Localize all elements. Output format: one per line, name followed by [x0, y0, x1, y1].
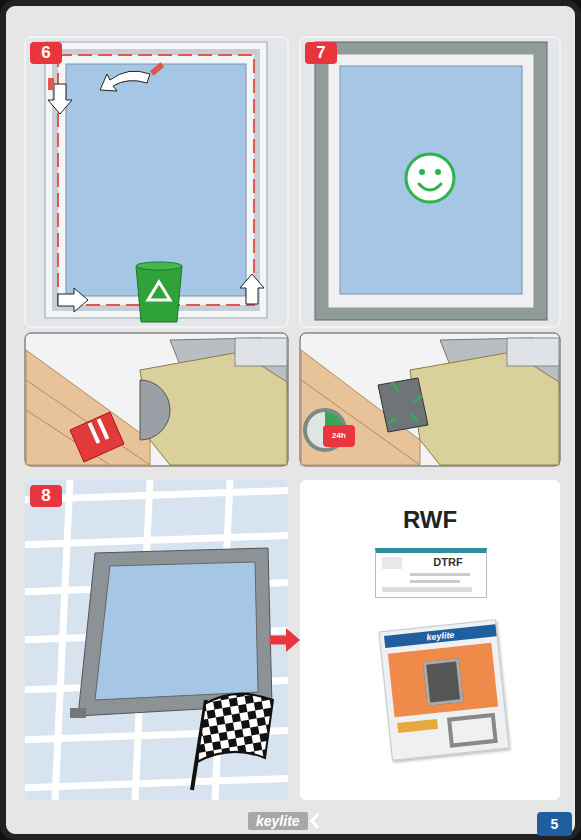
expansion-arrow: [388, 382, 422, 424]
panel-background: [25, 37, 288, 327]
package-window: [423, 658, 463, 706]
bin-rim: [136, 262, 182, 270]
step-number: 7: [305, 42, 337, 64]
direction-arrow: [240, 274, 264, 304]
package-frame: [447, 713, 498, 748]
step-panel: 7 24h: [300, 37, 560, 466]
smiley-eye: [435, 169, 441, 175]
batten: [25, 778, 288, 788]
label-logo: [382, 557, 402, 569]
product-package: keylite: [379, 619, 510, 761]
roof-battens: [25, 480, 288, 800]
window-glass: [95, 562, 258, 700]
detail-background: [25, 333, 288, 466]
step-panel: 6: [25, 37, 288, 466]
detail-background: [300, 333, 560, 466]
label-line: [410, 573, 470, 576]
arrow-shaft: [270, 636, 287, 645]
rafter: [55, 480, 70, 800]
label-line: [382, 587, 472, 592]
window-glass: [66, 64, 246, 296]
window-glass: [340, 66, 522, 294]
brand-logo: keylite: [248, 812, 308, 830]
installed-frame: [78, 548, 272, 716]
step-number: 6: [30, 42, 62, 64]
expanding-seal: [378, 378, 428, 432]
node-text: RWF: [300, 506, 560, 534]
insulation-collar: [140, 352, 287, 465]
node-text: DTRF: [410, 556, 486, 568]
recycle-bin: [136, 266, 182, 322]
timer-clock: 24h: [303, 408, 347, 452]
release-tag: [70, 412, 124, 462]
smiley-mouth: [419, 184, 441, 190]
arrow-head: [286, 628, 300, 652]
window-profile: [235, 338, 287, 366]
roof-tiles: [26, 350, 150, 465]
mounting-bracket: [70, 708, 86, 718]
insulation-collar: [410, 352, 559, 465]
product-label: DTRF: [375, 548, 487, 598]
direction-arrow: [58, 288, 88, 312]
direction-arrow: [100, 71, 150, 91]
tile-line: [26, 380, 150, 465]
window-profile: [507, 338, 559, 366]
product-panel: RWF DTRF keylite: [300, 480, 560, 800]
step-number: 8: [30, 485, 62, 507]
panel-background: [300, 37, 560, 327]
node-text: 5: [537, 812, 572, 836]
logo-chevron: [312, 814, 318, 828]
panel-background: [25, 480, 288, 800]
window-sash: [55, 52, 257, 308]
recycle-symbol: [148, 282, 170, 300]
batten: [25, 490, 288, 500]
smiley-eye: [419, 169, 425, 175]
tag-marking: [97, 418, 110, 440]
tag-marking: [88, 422, 101, 444]
seal-profile: [140, 380, 170, 440]
window-frame: [315, 42, 547, 320]
package-part: [397, 719, 438, 733]
smiley-face: [406, 154, 454, 202]
window-sash: [328, 54, 534, 308]
tape-tab: [150, 62, 165, 76]
page-number: 5: [537, 812, 572, 836]
page-background: [3, 3, 578, 837]
node-text: 24h: [323, 425, 355, 447]
finish-flag: [197, 694, 273, 762]
protective-tape: [58, 55, 254, 305]
flow-arrow: [270, 628, 300, 652]
tape-tab: [48, 78, 54, 90]
label-line: [410, 580, 460, 583]
step-panel: 8: [25, 480, 270, 800]
